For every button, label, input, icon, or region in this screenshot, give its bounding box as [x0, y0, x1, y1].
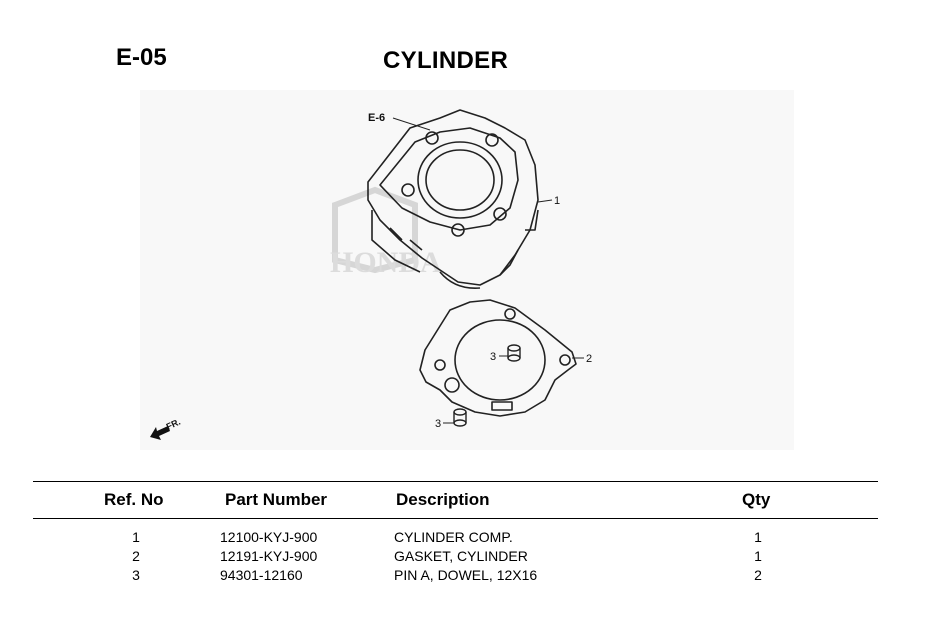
row-part-number: 94301-12160 [220, 567, 303, 583]
row-description: PIN A, DOWEL, 12X16 [394, 567, 538, 583]
section-code: E-05 [116, 44, 167, 71]
watermark-text: HONDA [330, 246, 442, 279]
callout-1: 1 [554, 195, 560, 207]
parts-diagram: HONDA [140, 90, 794, 450]
callout-3-upper: 3 [490, 351, 496, 363]
page-title: CYLINDER [383, 47, 509, 74]
callout-2: 2 [586, 353, 592, 365]
table-top-rule [33, 481, 878, 482]
table-header-rule [33, 518, 878, 519]
row-qty: 2 [754, 567, 762, 583]
cylinder-drawing [367, 109, 539, 289]
gasket-drawing [419, 299, 577, 417]
col-header-part-number: Part Number [225, 490, 328, 509]
col-header-ref: Ref. No [104, 490, 164, 509]
col-header-description: Description [396, 490, 490, 509]
row-description: GASKET, CYLINDER [394, 548, 528, 564]
callout-3-lower: 3 [435, 418, 441, 430]
col-header-qty: Qty [742, 490, 771, 509]
leader-1 [537, 199, 553, 203]
row-part-number: 12191-KYJ-900 [220, 548, 318, 564]
row-part-number: 12100-KYJ-900 [220, 529, 318, 545]
leader-e6 [392, 117, 431, 131]
row-qty: 1 [754, 529, 762, 545]
row-description: CYLINDER COMP. [394, 529, 513, 545]
row-qty: 1 [754, 548, 762, 564]
reference-label: E-6 [368, 112, 385, 124]
row-ref: 1 [132, 529, 140, 545]
row-ref: 2 [132, 548, 140, 564]
row-ref: 3 [132, 567, 140, 583]
